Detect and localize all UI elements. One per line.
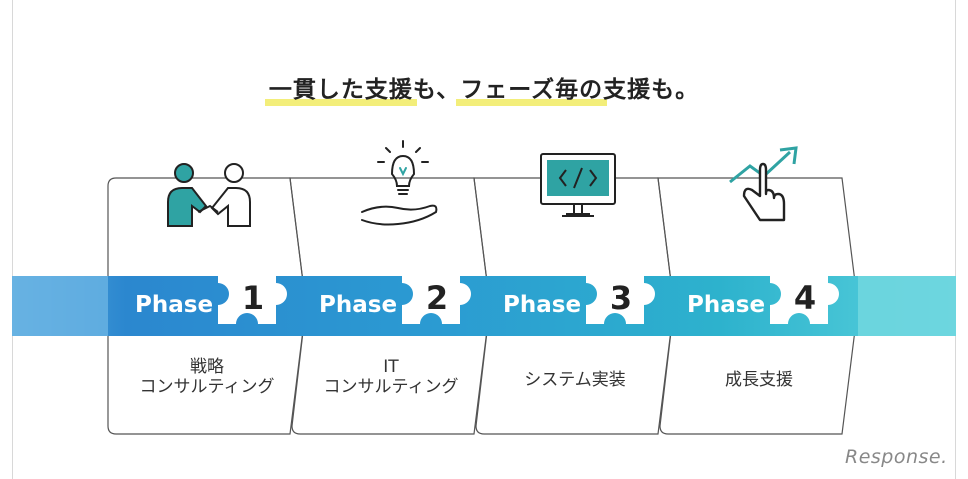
headline-part2: フェーズ毎の	[456, 70, 607, 106]
headline: 一貫した支援も、フェーズ毎の支援も。	[0, 70, 968, 106]
puzzle-piece-3	[586, 251, 655, 324]
phase-1-label: 戦略 コンサルティング	[139, 357, 275, 397]
puzzle-piece-4	[770, 251, 839, 324]
phase-3-word: Phase	[503, 292, 582, 318]
puzzle-piece-2	[402, 251, 471, 324]
frame-left-border	[12, 0, 13, 479]
phase-4-label: 成長支援	[725, 370, 793, 390]
phase-2-label: IT コンサルティング	[323, 357, 459, 397]
phase-3-number: 3	[609, 279, 633, 317]
headline-sep: も、	[412, 77, 461, 103]
lightbulb-hand-icon	[361, 140, 438, 226]
phase-3-label: システム実装	[524, 370, 626, 390]
monitor-code-icon	[540, 153, 616, 217]
phase-card-2	[289, 177, 491, 435]
growth-pointer-icon	[729, 146, 798, 222]
phase-1-word: Phase	[135, 292, 214, 318]
headline-part3: 支援も。	[603, 77, 700, 103]
headline-part1: 一貫した支援	[264, 70, 417, 106]
phase-card-3	[473, 177, 675, 435]
phase-card-1	[107, 177, 307, 435]
phase-1-number: 1	[241, 279, 265, 317]
phase-2-number: 2	[425, 279, 449, 317]
phase-4-word: Phase	[687, 292, 766, 318]
response-watermark: Response.	[845, 446, 948, 468]
phase-4-number: 4	[793, 279, 817, 317]
phase-card-4	[657, 177, 859, 435]
handshake-icon	[167, 163, 251, 227]
puzzle-piece-1	[218, 251, 287, 324]
frame-right-border	[955, 0, 956, 479]
phase-2-word: Phase	[319, 292, 398, 318]
